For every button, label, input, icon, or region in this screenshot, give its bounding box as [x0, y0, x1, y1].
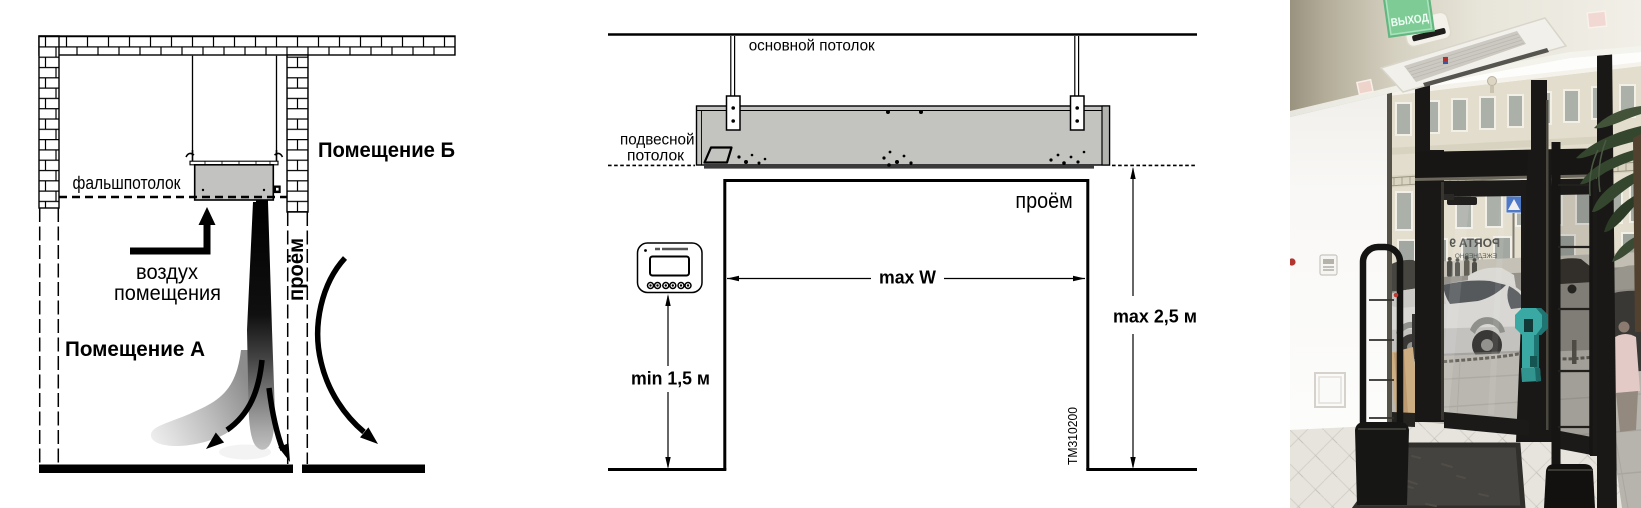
svg-text:max W: max W [879, 268, 936, 288]
svg-text:подвесной: подвесной [620, 132, 695, 149]
svg-text:основной потолок: основной потолок [749, 38, 875, 55]
svg-text:фальшпотолок: фальшпотолок [73, 173, 181, 193]
svg-text:воздух: воздух [136, 260, 198, 284]
svg-text:TM310200: TM310200 [1066, 407, 1080, 465]
svg-text:проём: проём [1015, 188, 1072, 213]
svg-text:помещения: помещения [114, 281, 221, 305]
svg-text:min 1,5 м: min 1,5 м [631, 369, 710, 389]
svg-text:Помещение Б: Помещение Б [318, 138, 455, 162]
svg-text:проём: проём [284, 238, 308, 301]
svg-text:PORTA 9: PORTA 9 [1449, 236, 1500, 250]
svg-text:ЕЖЕДНЕВНО: ЕЖЕДНЕВНО [1455, 253, 1497, 260]
svg-text:max 2,5 м: max 2,5 м [1113, 307, 1197, 327]
svg-text:потолок: потолок [627, 147, 684, 164]
svg-text:ВЫХОД: ВЫХОД [1390, 12, 1429, 29]
svg-text:Помещение А: Помещение А [65, 337, 205, 361]
